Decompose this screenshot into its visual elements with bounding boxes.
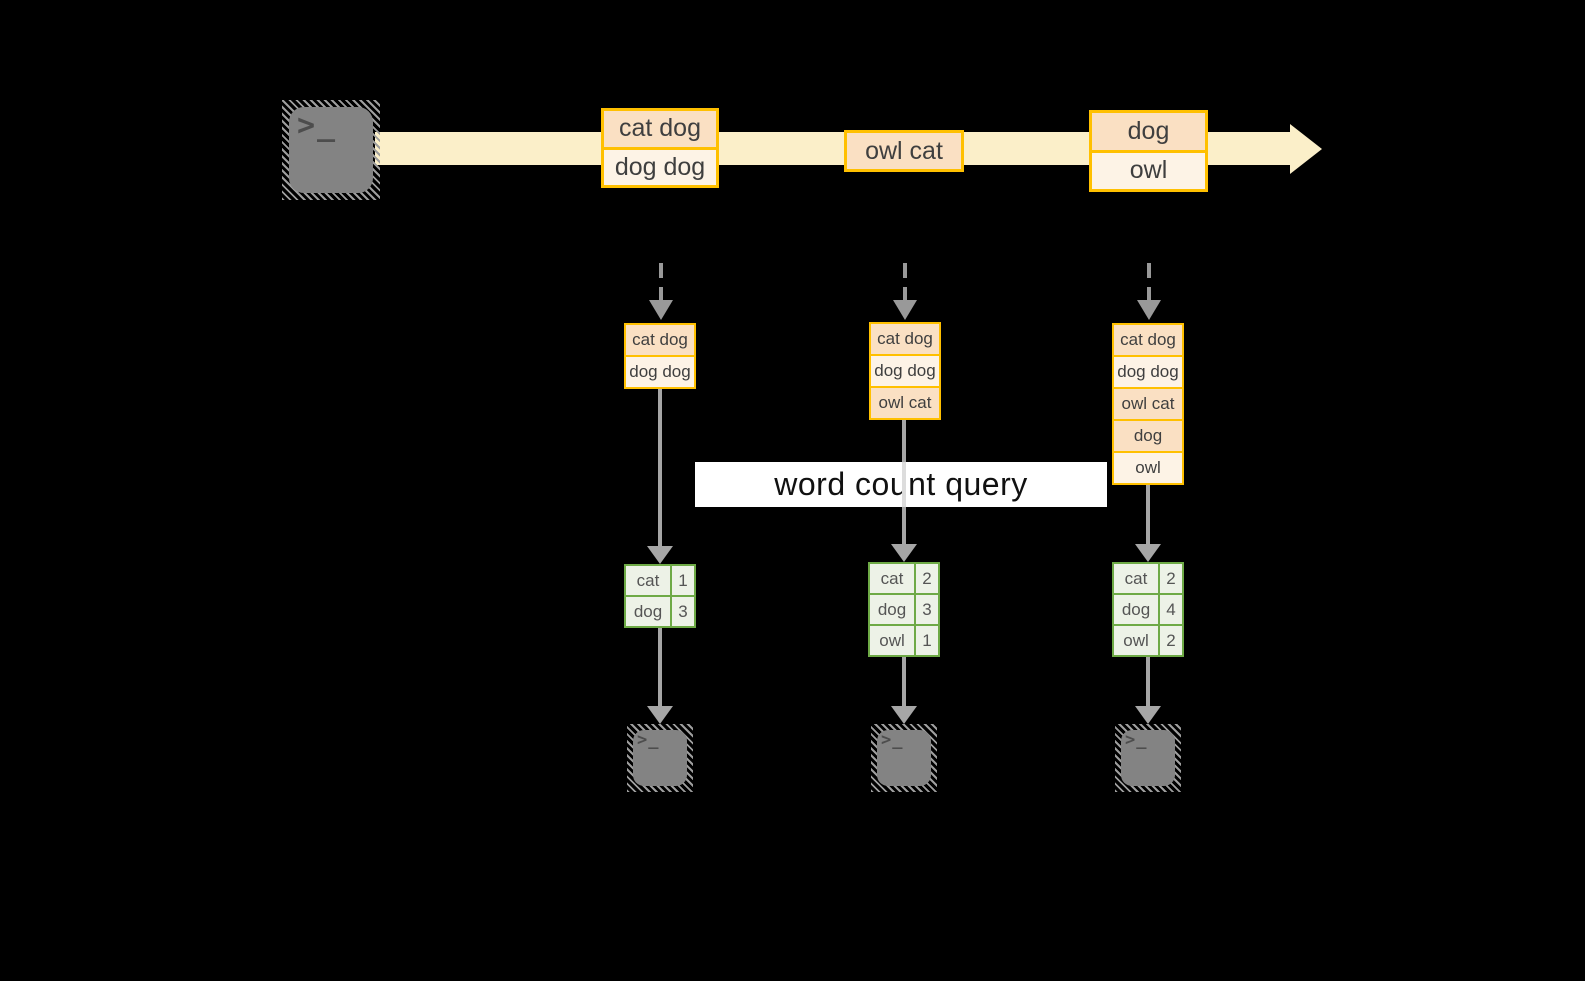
result-table: cat 1 dog 3 [624,564,696,628]
terminal-body [289,107,373,193]
arrowhead-icon [647,546,673,564]
state-row: owl cat [871,386,939,418]
connector-line-overlay [902,462,906,507]
state-stack: cat dog dog dog owl cat [869,322,941,420]
word-cell: cat [870,564,914,593]
arrowhead-icon [891,544,917,562]
word-cell: dog [870,595,914,624]
count-cell: 1 [670,566,694,595]
word-cell: cat [626,566,670,595]
count-cell: 2 [914,564,938,593]
terminal-prompt-glyph: >_ [297,108,338,143]
state-row: owl [1114,451,1182,483]
state-stack: cat dog dog dog [624,323,696,389]
state-row: cat dog [626,325,694,355]
arrowhead-icon [649,300,673,320]
word-cell: owl [1114,626,1158,655]
stream-record-line: dog dog [604,146,716,185]
connector-line [1146,483,1150,544]
result-row: cat 1 [626,566,694,595]
terminal-prompt-glyph: >_ [1125,730,1148,750]
arrowhead-icon [1137,300,1161,320]
source-terminal-icon: >_ [282,100,380,200]
terminal-body [633,730,687,786]
stream-record: cat dog dog dog [601,108,719,188]
count-cell: 3 [670,597,694,626]
stream-record-line: dog [1092,113,1205,150]
result-row: cat 2 [1114,564,1182,593]
arrowhead-icon [891,706,917,724]
result-table: cat 2 dog 4 owl 2 [1112,562,1184,657]
arrowhead-icon [1135,706,1161,724]
query-arrow-icon [647,388,673,564]
result-row: owl 2 [1114,624,1182,655]
stream-record: dog owl [1089,110,1208,192]
word-cell: cat [1114,564,1158,593]
sink-terminal-icon: >_ [871,724,937,792]
result-row: dog 4 [1114,593,1182,624]
arrowhead-icon [893,300,917,320]
result-table: cat 2 dog 3 owl 1 [868,562,940,657]
count-cell: 4 [1158,595,1182,624]
state-row: cat dog [1114,325,1182,355]
connector-line [658,628,662,706]
stream-record-line: cat dog [604,111,716,147]
terminal-body [1121,730,1175,786]
dashed-line [659,263,663,300]
query-banner: word count query [695,462,1107,507]
connector-line [658,388,662,546]
ingest-arrow-icon [648,263,674,320]
terminal-prompt-glyph: >_ [637,730,660,750]
arrowhead-icon [1135,544,1161,562]
dashed-line [1147,263,1151,300]
state-row: dog [1114,419,1182,451]
ingest-arrow-icon [892,263,918,320]
count-cell: 2 [1158,626,1182,655]
result-row: dog 3 [870,593,938,624]
state-stack: cat dog dog dog owl cat dog owl [1112,323,1184,485]
stream-arrowhead-icon [1290,124,1322,174]
output-arrow-icon [647,628,673,724]
output-arrow-icon [1135,656,1161,724]
sink-terminal-icon: >_ [1115,724,1181,792]
word-cell: dog [626,597,670,626]
terminal-prompt-glyph: >_ [881,730,904,750]
state-row: dog dog [1114,355,1182,387]
word-cell: owl [870,626,914,655]
result-row: owl 1 [870,624,938,655]
result-row: dog 3 [626,595,694,626]
stream-record-line: owl [1092,149,1205,189]
state-row: cat dog [871,324,939,354]
connector-line [902,656,906,706]
sink-terminal-icon: >_ [627,724,693,792]
count-cell: 2 [1158,564,1182,593]
count-cell: 3 [914,595,938,624]
state-row: owl cat [1114,387,1182,419]
query-arrow-icon [1135,483,1161,562]
word-cell: dog [1114,595,1158,624]
arrowhead-icon [647,706,673,724]
connector-line [1146,656,1150,706]
state-row: dog dog [626,355,694,387]
terminal-body [877,730,931,786]
stream-record: owl cat [844,130,964,172]
dashed-line [903,263,907,300]
output-arrow-icon [891,656,917,724]
stream-record-line: owl cat [847,133,961,169]
ingest-arrow-icon [1136,263,1162,320]
count-cell: 1 [914,626,938,655]
result-row: cat 2 [870,564,938,593]
query-banner-label: word count query [774,466,1028,502]
state-row: dog dog [871,354,939,386]
